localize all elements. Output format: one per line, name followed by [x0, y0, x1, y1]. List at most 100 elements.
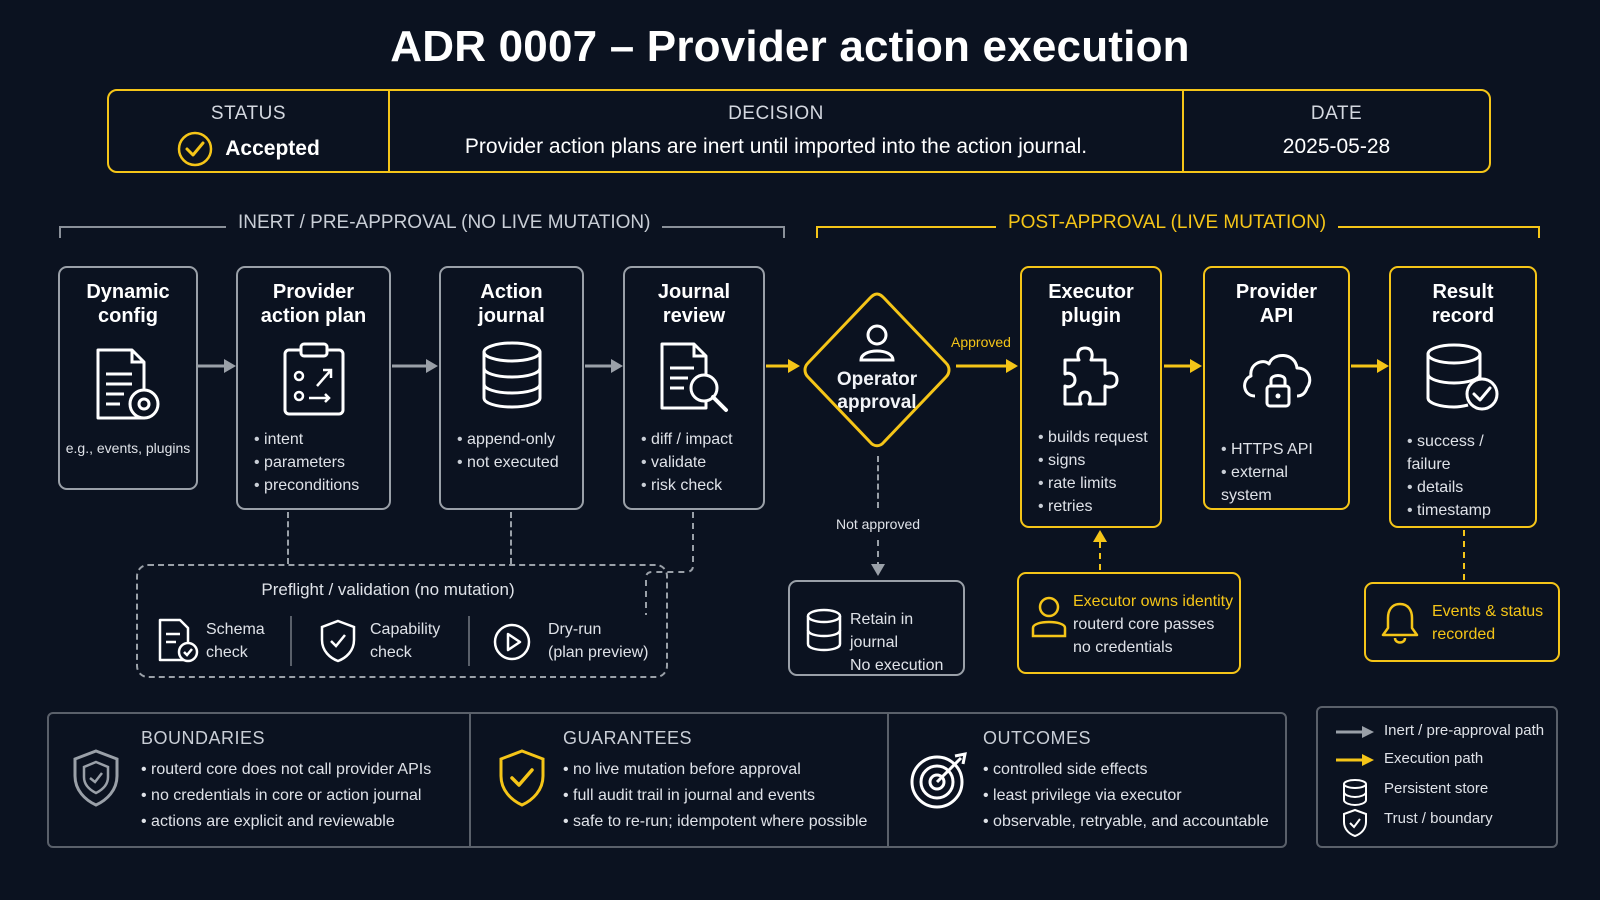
node-title: Provider API — [1235, 281, 1318, 327]
legend-item: Inert / pre-approval path — [1384, 722, 1545, 739]
page-title: ADR 0007 – Provider action execution — [390, 22, 1190, 71]
boundaries-title: BOUNDARIES — [141, 728, 266, 748]
dashed-connector — [877, 456, 879, 508]
approved-label: Approved — [951, 334, 1011, 350]
list-item: preconditions — [254, 474, 383, 497]
bell-icon — [1381, 602, 1419, 644]
events-status-box: Events & status recorded — [1364, 582, 1560, 662]
preflight-check: Dry-run (plan preview) — [548, 621, 649, 661]
boundaries-list: routerd core does not call provider APIs… — [141, 757, 431, 835]
legend-yellow-arrow — [1336, 754, 1374, 766]
events-line: recorded — [1432, 626, 1496, 643]
guarantees-list: no live mutation before approval full au… — [563, 757, 867, 835]
summary-panel: BOUNDARIES routerd core does not call pr… — [47, 712, 1287, 848]
post-section-title: POST-APPROVAL (LIVE MUTATION) — [996, 212, 1339, 234]
list-item: external system — [1221, 461, 1342, 507]
legend-item: Execution path — [1384, 750, 1484, 767]
node-title: Provider action plan — [260, 281, 367, 327]
flow-arrow-gray — [392, 359, 438, 373]
list-item: diff / impact — [641, 428, 757, 451]
executor-identity-box: Executor owns identity routerd core pass… — [1017, 572, 1241, 674]
inert-section-title: INERT / PRE-APPROVAL (NO LIVE MUTATION) — [226, 212, 663, 234]
node-title: Dynamic config — [86, 281, 170, 327]
node-title: Result record — [1431, 281, 1495, 327]
operator-approval-title: Operator approval — [836, 369, 918, 413]
node-title: Journal review — [657, 281, 731, 327]
node-title: Executor plugin — [1048, 281, 1134, 327]
list-item: observable, retryable, and accountable — [983, 809, 1269, 835]
database-icon — [482, 341, 541, 409]
node-journal-review: Journal review diff / impact validate ri… — [623, 266, 765, 510]
preflight-check: Schema check — [206, 621, 265, 661]
decision-cell: DECISION Provider action plans are inert… — [390, 91, 1162, 171]
list-item: signs — [1038, 449, 1154, 472]
flow-arrow-yellow — [766, 359, 800, 373]
person-icon — [866, 324, 888, 346]
node-items: success / failure details timestamp — [1407, 430, 1529, 522]
node-items: intent parameters preconditions — [254, 428, 383, 497]
list-item: no credentials in core or action journal — [141, 783, 431, 809]
shield-check-icon — [320, 619, 356, 663]
user-icon — [1031, 596, 1067, 638]
date-value: 2025-05-28 — [1282, 135, 1391, 158]
document-gear-icon — [96, 348, 160, 420]
database-check-icon — [1426, 343, 1499, 411]
list-item: success / failure — [1407, 430, 1529, 476]
node-action-journal: Action journal append-only not executed — [439, 266, 584, 510]
identity-line: routerd core passes — [1073, 616, 1215, 633]
retain-line: No execution — [850, 657, 944, 674]
status-value: Accepted — [225, 137, 320, 160]
list-item: timestamp — [1407, 499, 1529, 522]
dashed-connector — [287, 512, 289, 564]
list-item: HTTPS API — [1221, 438, 1342, 461]
database-icon — [1343, 779, 1367, 806]
clipboard-plan-icon — [283, 342, 344, 416]
node-executor-plugin: Executor plugin builds request signs rat… — [1020, 266, 1162, 528]
date-cell: DATE 2025-05-28 — [1184, 91, 1489, 171]
list-item: not executed — [457, 451, 576, 474]
node-provider-api: Provider API HTTPS API external system — [1203, 266, 1350, 510]
node-result-record: Result record success / failure details … — [1389, 266, 1537, 528]
list-item: risk check — [641, 474, 757, 497]
legend-panel: Inert / pre-approval path Execution path… — [1316, 706, 1558, 848]
outcomes-list: controlled side effects least privilege … — [983, 757, 1269, 835]
boundaries-section: BOUNDARIES routerd core does not call pr… — [141, 728, 431, 835]
status-label: STATUS — [210, 103, 287, 124]
cloud-lock-icon — [1242, 354, 1311, 408]
flow-arrow-yellow — [1164, 359, 1202, 373]
guarantees-title: GUARANTEES — [563, 728, 693, 748]
node-dynamic-config: Dynamic config e.g., events, plugins — [58, 266, 198, 490]
list-item: safe to re-run; idempotent where possibl… — [563, 809, 867, 835]
list-item: controlled side effects — [983, 757, 1269, 783]
flow-arrow-yellow — [956, 359, 1018, 373]
dashed-connector — [510, 512, 512, 564]
node-items: HTTPS API external system — [1221, 438, 1342, 507]
status-cell: STATUS Accepted — [109, 91, 388, 171]
date-label: DATE — [1310, 103, 1363, 124]
operator-approval-diamond — [803, 292, 951, 448]
preflight-title: Preflight / validation (no mutation) — [261, 580, 515, 599]
list-item: actions are explicit and reviewable — [141, 809, 431, 835]
document-search-icon — [660, 342, 728, 412]
identity-line: no credentials — [1073, 639, 1173, 656]
decision-value: Provider action plans are inert until im… — [464, 135, 1088, 158]
not-approved-label: Not approved — [835, 516, 921, 532]
list-item: retries — [1038, 495, 1154, 518]
target-icon — [910, 752, 967, 809]
shield-icon — [73, 749, 119, 807]
events-line: Events & status — [1432, 603, 1544, 620]
flow-arrow-yellow — [1351, 359, 1389, 373]
shield-check-icon — [1343, 808, 1367, 838]
legend-item: Trust / boundary — [1384, 810, 1493, 827]
header-divider — [1182, 91, 1184, 171]
dashed-arrow-up — [1093, 530, 1107, 570]
list-item: details — [1407, 476, 1529, 499]
schema-check-icon — [158, 618, 199, 663]
list-item: append-only — [457, 428, 576, 451]
dashed-arrow — [871, 540, 885, 576]
node-title: Action journal — [478, 281, 545, 327]
identity-line: Executor owns identity — [1073, 593, 1234, 610]
decision-label: DECISION — [728, 103, 824, 124]
list-item: routerd core does not call provider APIs — [141, 757, 431, 783]
puzzle-piece-icon — [1063, 346, 1119, 406]
